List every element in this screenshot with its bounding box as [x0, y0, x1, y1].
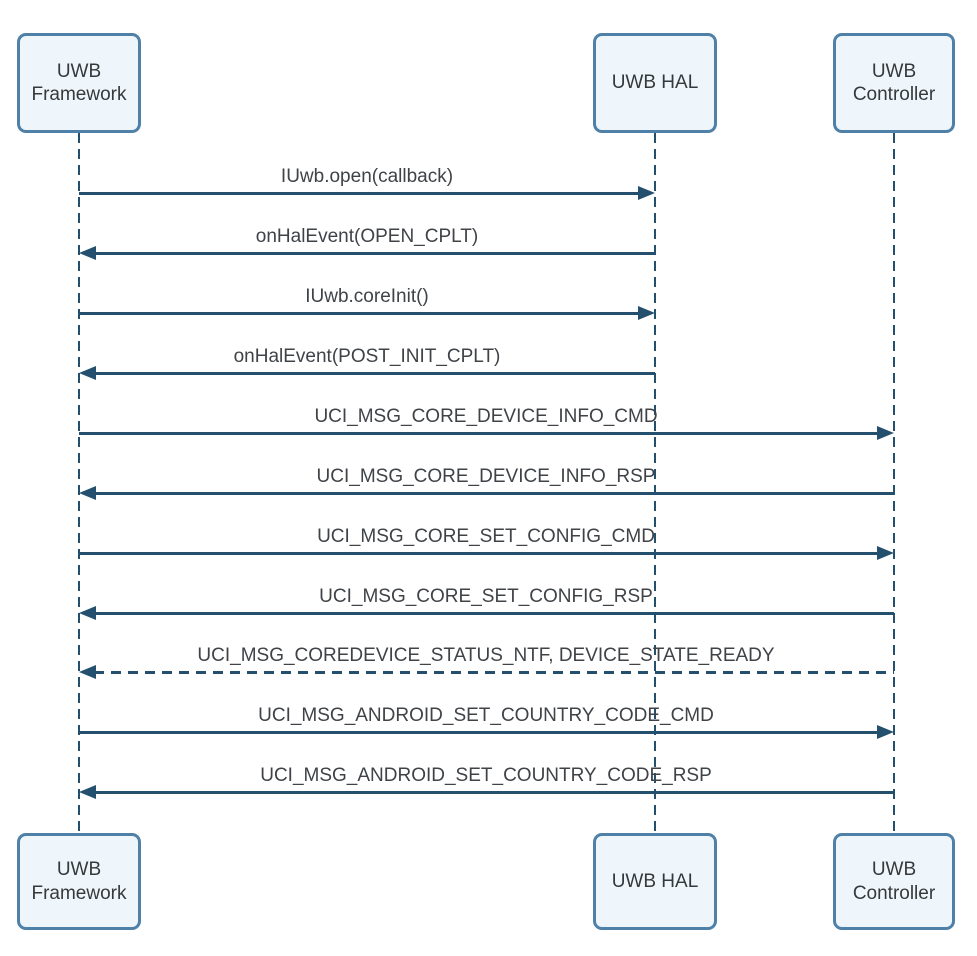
participant-label: UWB Controller: [852, 859, 936, 904]
participant-label: UWB Framework: [31, 859, 127, 904]
message-label: onHalEvent(POST_INIT_CPLT): [233, 346, 501, 367]
participant-label: UWB Framework: [31, 60, 127, 105]
message-label: UCI_MSG_ANDROID_SET_COUNTRY_CODE_CMD: [258, 705, 714, 726]
lifeline-uwb-hal: [653, 133, 657, 833]
message-arrowhead: [79, 366, 96, 380]
message-arrowhead: [79, 665, 96, 679]
message-arrowhead: [877, 725, 894, 739]
message-arrow: [94, 791, 894, 794]
message-arrowhead: [877, 426, 894, 440]
message-arrow: [94, 252, 655, 255]
message-arrowhead: [638, 186, 655, 200]
message-label: onHalEvent(OPEN_CPLT): [255, 226, 479, 247]
message-arrowhead: [79, 606, 96, 620]
message-arrow: [79, 552, 879, 555]
message-label: UCI_MSG_CORE_DEVICE_INFO_CMD: [314, 406, 658, 427]
message-label: IUwb.coreInit(): [305, 286, 429, 307]
message-arrowhead: [79, 785, 96, 799]
message-label: UCI_MSG_CORE_DEVICE_INFO_RSP: [316, 466, 656, 487]
participant-box-uwb-controller-top: UWB Controller: [833, 33, 955, 133]
message-arrow: [79, 731, 879, 734]
message-arrow-dashed: [94, 671, 894, 674]
message-label: UCI_MSG_COREDEVICE_STATUS_NTF, DEVICE_ST…: [197, 645, 775, 666]
message-label: UCI_MSG_CORE_SET_CONFIG_RSP: [319, 586, 653, 607]
message-arrowhead: [79, 246, 96, 260]
participant-label: UWB HAL: [611, 870, 699, 892]
message-label: UCI_MSG_ANDROID_SET_COUNTRY_CODE_RSP: [260, 765, 712, 786]
message-arrow: [94, 492, 894, 495]
message-arrowhead: [877, 546, 894, 560]
message-arrowhead: [79, 486, 96, 500]
message-label: UCI_MSG_CORE_SET_CONFIG_CMD: [317, 526, 655, 547]
message-arrow: [79, 312, 640, 315]
participant-box-uwb-controller-bottom: UWB Controller: [833, 833, 955, 930]
lifeline-uwb-framework: [77, 133, 81, 833]
participant-label: UWB Controller: [852, 60, 936, 105]
message-label: IUwb.open(callback): [280, 166, 454, 187]
message-arrow: [94, 372, 655, 375]
participant-label: UWB HAL: [611, 72, 699, 94]
lifeline-uwb-controller: [892, 133, 896, 833]
participant-box-uwb-framework-bottom: UWB Framework: [17, 833, 141, 930]
participant-box-uwb-hal-bottom: UWB HAL: [593, 833, 717, 930]
participant-box-uwb-hal-top: UWB HAL: [593, 33, 717, 133]
message-arrow: [79, 192, 640, 195]
participant-box-uwb-framework-top: UWB Framework: [17, 33, 141, 133]
message-arrow: [79, 432, 879, 435]
message-arrowhead: [638, 306, 655, 320]
message-arrow: [94, 612, 894, 615]
